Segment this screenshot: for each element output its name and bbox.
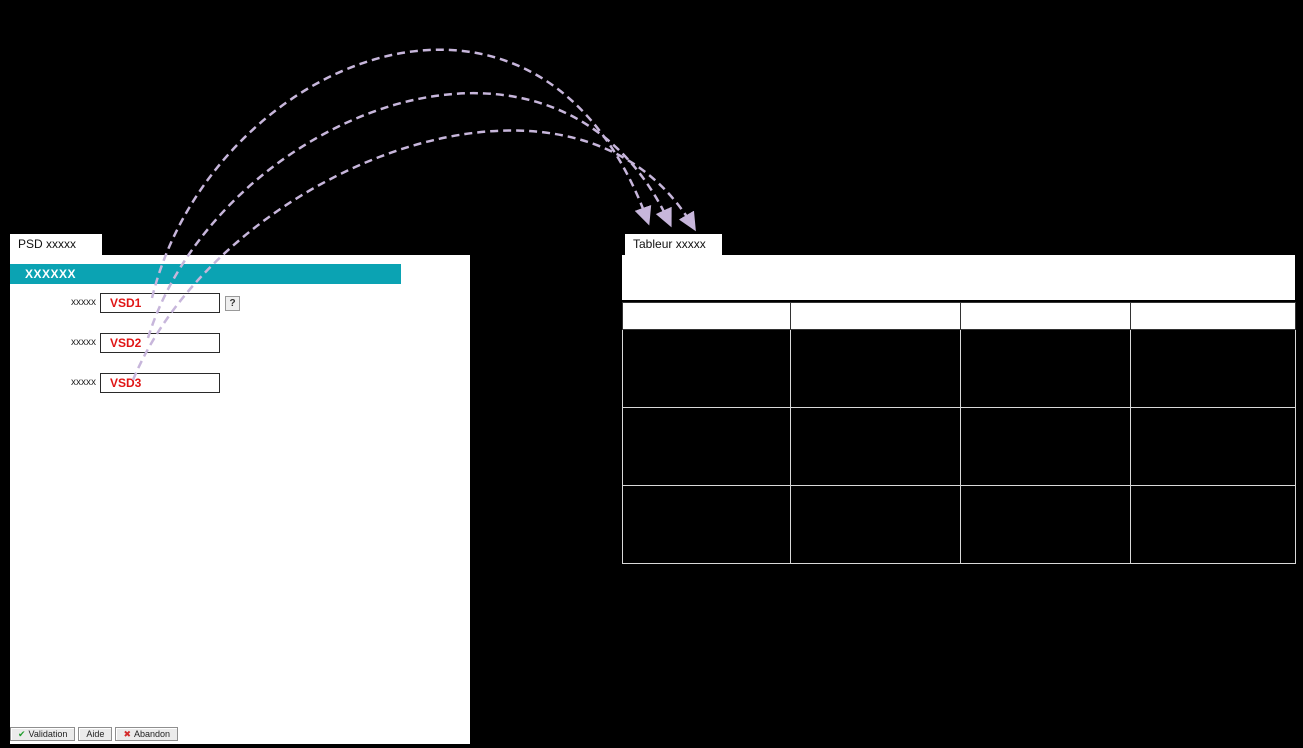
spreadsheet-cell[interactable] [790,485,961,564]
aide-button-label: Aide [86,729,105,739]
abandon-button-label: Abandon [133,729,171,739]
abandon-button[interactable]: ✖ Abandon [115,727,179,741]
spreadsheet-row [622,485,1296,564]
header-cell[interactable] [622,302,791,330]
spreadsheet-row [622,329,1296,408]
footer-button-bar: ✔ Validation Aide ✖ Abandon [10,727,179,741]
spreadsheet-cell[interactable] [622,485,791,564]
spreadsheet-row [622,407,1296,486]
psd-window: XXXXXX xxxxx ? xxxxx xxxxx ✔ Validation … [10,255,470,744]
field-label-vsd3: xxxxx [71,377,96,388]
field-label-vsd1: xxxxx [71,297,96,308]
help-button[interactable]: ? [225,296,240,311]
spreadsheet-cell[interactable] [1130,407,1296,486]
spreadsheet-header-row [622,302,1296,330]
vsd1-input[interactable] [100,293,220,313]
spreadsheet-toolbar-band [622,255,1295,300]
spreadsheet-grid [622,302,1296,564]
vsd2-input[interactable] [100,333,220,353]
spreadsheet-cell[interactable] [790,329,961,408]
header-cell[interactable] [790,302,961,330]
spreadsheet-cell[interactable] [622,407,791,486]
vsd3-input[interactable] [100,373,220,393]
spreadsheet-cell[interactable] [622,329,791,408]
aide-button[interactable]: Aide [78,727,113,741]
header-cell[interactable] [1130,302,1296,330]
validation-button-label: Validation [28,729,68,739]
header-cell[interactable] [960,302,1131,330]
spreadsheet-cell[interactable] [960,329,1131,408]
check-icon: ✔ [18,728,26,739]
cross-icon: ✖ [123,728,131,739]
tableur-window-tab[interactable]: Tableur xxxxx [625,234,722,255]
spreadsheet-cell[interactable] [790,407,961,486]
psd-window-tab[interactable]: PSD xxxxx [10,234,102,255]
spreadsheet-cell[interactable] [960,407,1131,486]
section-header-bar: XXXXXX [10,264,401,284]
spreadsheet-cell[interactable] [960,485,1131,564]
spreadsheet-cell[interactable] [1130,329,1296,408]
validation-button[interactable]: ✔ Validation [10,727,76,741]
field-label-vsd2: xxxxx [71,337,96,348]
spreadsheet-cell[interactable] [1130,485,1296,564]
